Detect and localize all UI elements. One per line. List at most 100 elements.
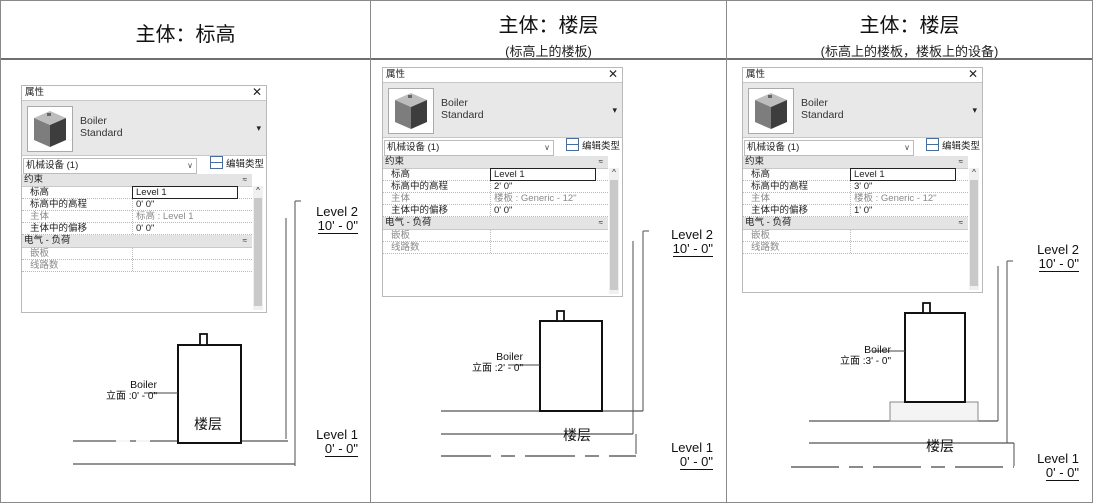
edit-type-label: 编辑类型 [941,141,980,152]
column-header: 主体：楼层 (标高上的楼板，楼板上的设备) [727,1,1092,59]
group-label: 电气 - 负荷 [24,235,71,246]
close-icon[interactable]: ✕ [607,67,618,81]
close-icon[interactable]: ✕ [967,67,978,81]
boiler-flue [922,302,931,314]
property-key: 主体中的偏移 [391,205,449,216]
property-key: 线路数 [391,242,420,253]
property-key: 标高 [751,169,771,180]
chevron-down-icon: ∨ [904,143,910,152]
column-title: 主体：标高 [135,24,236,46]
property-row: 标高中的高程 2' 0" [383,181,608,193]
level-1-marker[interactable]: Level 1 0' - 0" [302,428,358,457]
offset-field[interactable]: 0' 0" [490,205,602,216]
collapse-icon[interactable]: ≈ [598,218,603,227]
properties-scrollbar[interactable]: ^ [609,168,619,294]
scroll-up-icon[interactable]: ^ [612,168,616,177]
category-filter-select[interactable]: 机械设备 (1) ∨ [384,140,554,156]
panel-value [490,230,602,241]
level-select[interactable]: Level 1 [850,168,956,181]
level-1-marker[interactable]: Level 1 0' - 0" [1021,452,1079,481]
chevron-down-icon: ∨ [187,161,193,170]
elevation-field[interactable]: 3' 0" [850,181,962,192]
type-dropdown-icon[interactable]: ▾ [972,105,977,115]
filter-row: 机械设备 (1) ∨ 编辑类型 [22,156,266,174]
scrollbar-thumb[interactable] [254,198,262,306]
level-2-marker[interactable]: Level 2 10' - 0" [1021,243,1079,272]
properties-scrollbar[interactable]: ^ [253,186,263,310]
collapse-icon[interactable]: ≈ [958,218,963,227]
type-dropdown-icon[interactable]: ▾ [612,105,617,115]
floor-label: 楼层 [926,438,954,454]
type-type: Standard [441,109,484,121]
panel-title: 属性 [25,87,45,98]
scrollbar-thumb[interactable] [970,180,978,286]
group-electrical-loads[interactable]: 电气 - 负荷≈ [743,217,968,230]
chevron-down-icon: ∨ [544,143,550,152]
boiler-body[interactable] [539,320,603,412]
property-key: 嵌板 [751,230,771,241]
collapse-icon[interactable]: ≈ [958,157,963,166]
boiler-body[interactable] [904,312,966,403]
property-key: 标高中的高程 [391,181,449,192]
level-select[interactable]: Level 1 [132,186,238,199]
host-value: 标高 : Level 1 [132,211,244,222]
group-electrical-loads[interactable]: 电气 - 负荷≈ [383,217,608,230]
elevation-field[interactable]: 2' 0" [490,181,602,192]
property-key: 线路数 [751,242,780,253]
boiler-flue [556,310,565,322]
scrollbar-thumb[interactable] [610,180,618,290]
level-1-name: Level 1 [671,440,713,455]
column-host-level: 主体：标高 属性 ✕ Boiler Standard [1,1,370,502]
level-2-name: Level 2 [671,227,713,242]
type-name: Boiler Standard [80,115,123,139]
scroll-up-icon[interactable]: ^ [972,168,976,177]
collapse-icon[interactable]: ≈ [242,175,247,184]
level-select[interactable]: Level 1 [490,168,596,181]
property-key: 嵌板 [391,230,411,241]
boiler-elevation: 立面 :0' - 0" [105,391,157,402]
category-filter-select[interactable]: 机械设备 (1) ∨ [23,158,197,174]
property-key: 标高 [30,187,50,198]
edit-type-label: 编辑类型 [581,141,620,152]
level-1-elevation: 0' - 0" [1045,465,1079,481]
edit-type-button[interactable]: 编辑类型 [565,138,620,156]
type-dropdown-icon[interactable]: ▾ [256,123,261,133]
edit-type-button[interactable]: 编辑类型 [209,156,264,174]
boiler-body[interactable] [177,344,242,444]
collapse-icon[interactable]: ≈ [242,236,247,245]
level-1-elevation: 0' - 0" [324,441,358,457]
boiler-elevation: 立面 :3' - 0" [839,356,891,367]
level-2-marker[interactable]: Level 2 10' - 0" [304,205,358,234]
edit-type-button[interactable]: 编辑类型 [925,138,980,156]
boiler-thumbnail-icon [27,106,73,152]
category-filter-select[interactable]: 机械设备 (1) ∨ [744,140,914,156]
type-selector[interactable]: Boiler Standard ▾ [383,82,622,138]
properties-panel: 属性 ✕ Boiler Standard ▾ [21,85,267,313]
edit-type-icon [209,156,223,169]
property-row: 线路数 [743,242,968,254]
properties-scrollbar[interactable]: ^ [969,168,979,290]
level-2-marker[interactable]: Level 2 10' - 0" [655,228,713,257]
type-selector[interactable]: Boiler Standard ▾ [22,100,266,156]
level-1-marker[interactable]: Level 1 0' - 0" [655,441,713,470]
property-key: 主体中的偏移 [30,223,88,234]
group-electrical-loads[interactable]: 电气 - 负荷 ≈ [22,235,252,248]
offset-field[interactable]: 0' 0" [132,223,244,234]
boiler-tag: Boiler 立面 :2' - 0" [457,351,523,375]
group-label: 约束 [745,156,765,167]
column-subtitle: (标高上的楼板) [505,44,592,59]
property-key: 线路数 [30,260,59,271]
offset-field[interactable]: 1' 0" [850,205,962,216]
collapse-icon[interactable]: ≈ [598,157,603,166]
property-row: 线路数 [383,242,608,254]
group-label: 约束 [24,174,44,185]
scroll-up-icon[interactable]: ^ [256,186,260,195]
close-icon[interactable]: ✕ [251,85,262,99]
type-selector[interactable]: Boiler Standard ▾ [743,82,982,138]
property-key: 主体 [391,193,411,204]
group-label: 约束 [385,156,405,167]
panel-title: 属性 [386,69,406,80]
level-1-elevation: 0' - 0" [679,454,713,470]
elevation-field[interactable]: 0' 0" [132,199,244,210]
